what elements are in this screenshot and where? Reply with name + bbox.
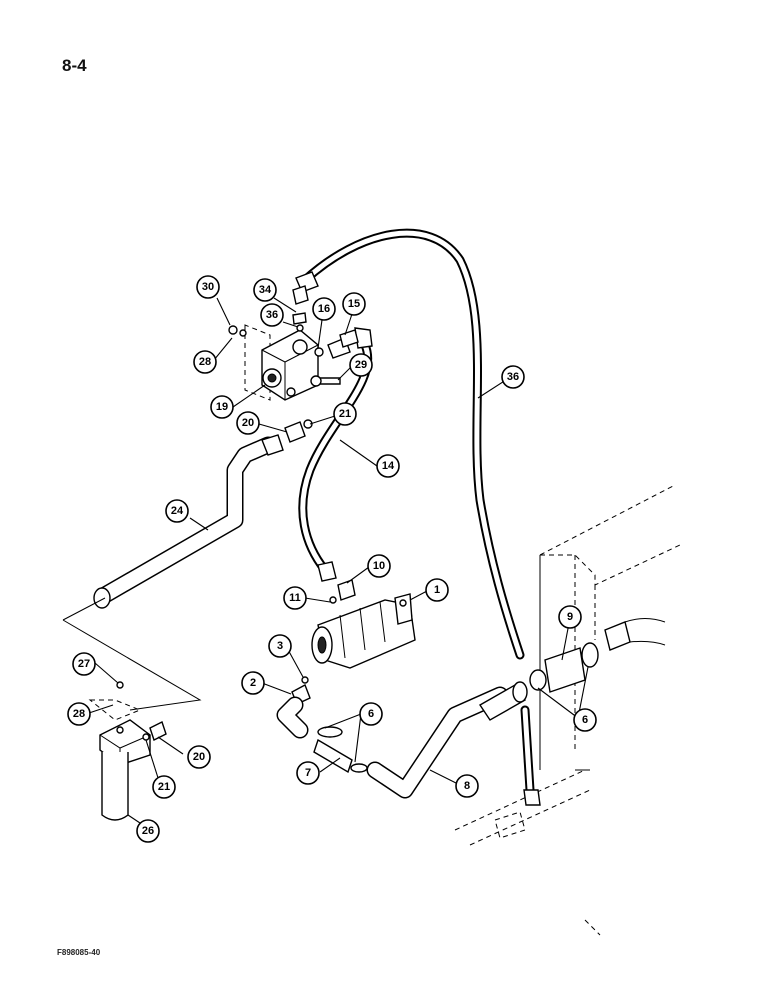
callout-21-upper: 21	[333, 402, 357, 426]
callout-28-upper: 28	[193, 350, 217, 374]
callout-19: 19	[210, 395, 234, 419]
callout-15: 15	[342, 292, 366, 316]
callout-27: 27	[72, 652, 96, 676]
svg-text:20: 20	[193, 751, 205, 763]
svg-text:24: 24	[171, 505, 184, 517]
callout-8: 8	[455, 774, 479, 798]
svg-text:9: 9	[567, 611, 573, 623]
svg-text:20: 20	[242, 417, 254, 429]
callout-20-lower: 20	[187, 745, 211, 769]
callout-10: 10	[367, 554, 391, 578]
callout-11: 11	[283, 586, 307, 610]
leader-lines	[88, 297, 589, 826]
callout-1: 1	[425, 578, 449, 602]
callout-6-right: 6	[573, 708, 597, 732]
callout-26: 26	[136, 819, 160, 843]
callout-9: 9	[558, 605, 582, 629]
svg-text:28: 28	[199, 356, 211, 368]
callout-29: 29	[349, 353, 373, 377]
return-hose	[494, 705, 541, 839]
svg-text:6: 6	[582, 714, 588, 726]
callout-30: 30	[196, 275, 220, 299]
callout-3: 3	[268, 634, 292, 658]
hydraulic-tank-outline	[454, 484, 681, 936]
pump-1	[301, 579, 416, 684]
svg-text:34: 34	[259, 284, 272, 296]
svg-text:10: 10	[373, 560, 385, 572]
callout-28-lower: 28	[67, 702, 91, 726]
svg-text:15: 15	[348, 298, 360, 310]
valve-block-19	[228, 312, 359, 401]
svg-text:29: 29	[355, 359, 367, 371]
svg-text:8: 8	[464, 780, 470, 792]
svg-text:26: 26	[142, 825, 154, 837]
figure-code: F898085-40	[57, 948, 101, 957]
svg-text:30: 30	[202, 281, 214, 293]
page-number: 8-4	[62, 56, 87, 75]
callout-20-upper: 20	[236, 411, 260, 435]
filter-26	[62, 597, 202, 821]
svg-text:21: 21	[339, 408, 351, 420]
callout-36: 36	[501, 365, 525, 389]
svg-text:21: 21	[158, 781, 170, 793]
svg-text:14: 14	[382, 460, 395, 472]
callout-21-lower: 21	[152, 775, 176, 799]
svg-text:7: 7	[305, 767, 311, 779]
svg-text:28: 28	[73, 708, 85, 720]
callout-7: 7	[296, 761, 320, 785]
callout-6-left: 6	[359, 702, 383, 726]
suction-tube-8	[276, 681, 528, 799]
callout-14: 14	[376, 454, 400, 478]
svg-text:6: 6	[368, 708, 374, 720]
svg-text:3: 3	[277, 640, 283, 652]
svg-text:2: 2	[250, 677, 256, 689]
svg-text:27: 27	[78, 658, 90, 670]
svg-text:19: 19	[216, 401, 228, 413]
callout-33: 34	[253, 278, 277, 302]
svg-text:16: 16	[318, 303, 330, 315]
callout-24: 24	[165, 499, 189, 523]
svg-text:1: 1	[434, 584, 440, 596]
callout-16: 16	[312, 297, 336, 321]
hose-36	[292, 228, 525, 660]
svg-text:36: 36	[507, 371, 519, 383]
svg-text:36: 36	[266, 309, 278, 321]
tube-24	[93, 419, 313, 609]
callout-34: 36	[260, 303, 284, 327]
svg-text:11: 11	[289, 592, 301, 604]
hose-9	[529, 618, 666, 693]
callout-2: 2	[241, 671, 265, 695]
